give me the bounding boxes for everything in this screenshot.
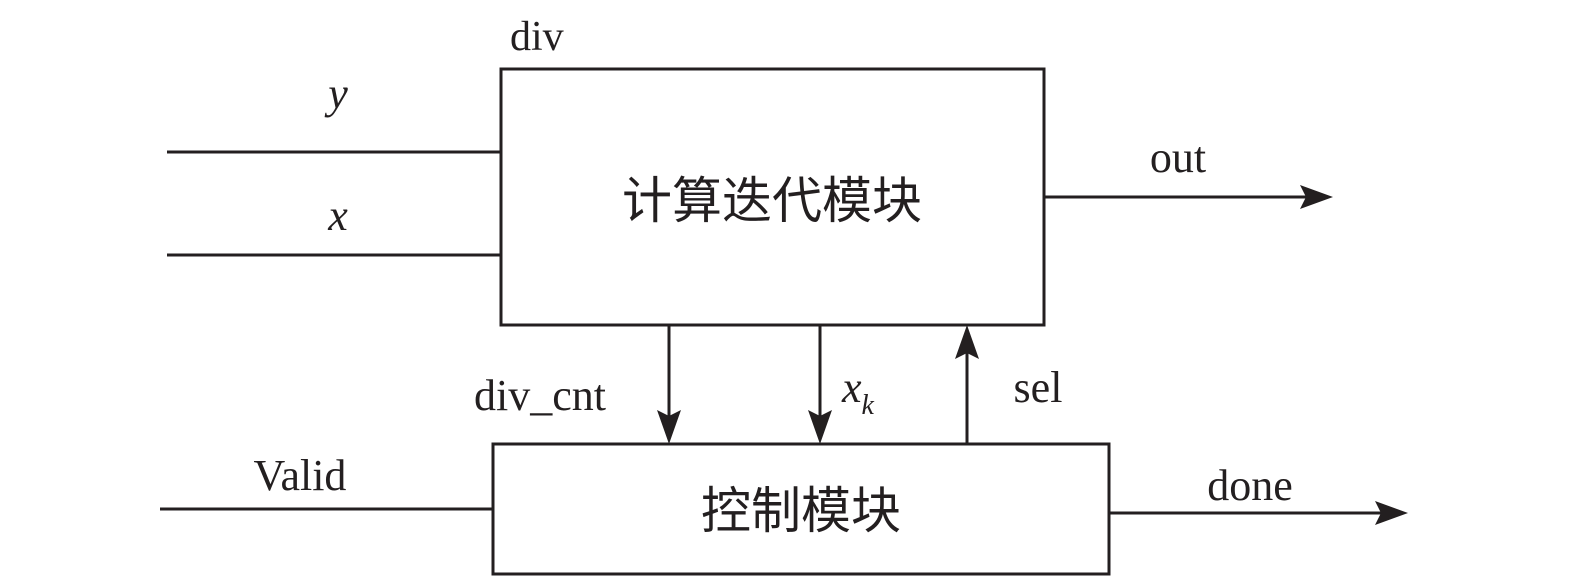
signal-y-label: y (324, 69, 348, 118)
compute-module-name: div (510, 14, 564, 60)
signal-xk-base: x (841, 363, 862, 412)
signal-done-label: done (1207, 461, 1293, 510)
signal-xk-subscript: k (862, 390, 875, 421)
compute-module-label: 计算迭代模块 (622, 172, 922, 230)
signal-x-label: x (327, 191, 348, 240)
signal-out-label: out (1150, 133, 1206, 182)
output-done-arrowhead (1375, 501, 1408, 525)
control-module-box (491, 442, 1111, 576)
signal-sel-label: sel (1014, 363, 1063, 412)
control-module-label: 控制模块 (701, 482, 901, 540)
div-cnt-arrowhead (657, 410, 681, 444)
output-out-arrowhead (1300, 185, 1333, 209)
signal-valid-label: Valid (254, 451, 347, 500)
signal-xk-label: xk (841, 363, 875, 421)
compute-module-box (499, 67, 1046, 327)
xk-arrowhead (808, 410, 832, 444)
sel-arrowhead (955, 325, 979, 359)
signal-div-cnt-label: div_cnt (474, 371, 606, 420)
